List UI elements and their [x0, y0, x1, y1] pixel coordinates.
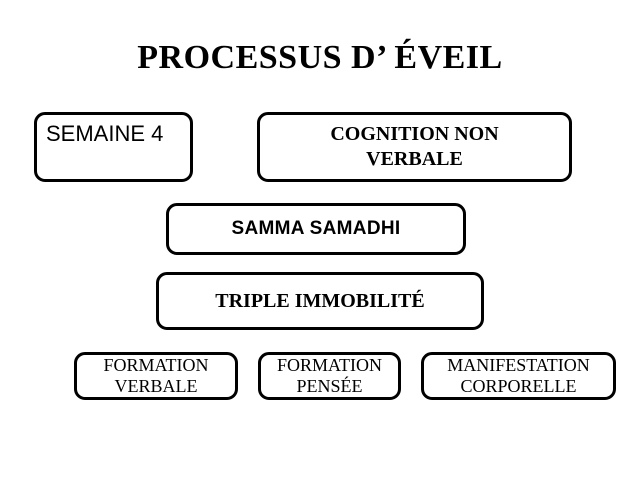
node-formation-verbale-line-1: FORMATION — [103, 355, 209, 375]
node-cognition-non-verbale-label: COGNITION NON VERBALE — [260, 122, 569, 172]
node-semaine-4-label: SEMAINE 4 — [46, 121, 164, 146]
node-manifestation-corporelle[interactable]: MANIFESTATION CORPORELLE — [421, 352, 616, 400]
node-triple-immobilite-label: TRIPLE IMMOBILITÉ — [215, 290, 425, 312]
node-formation-pensee-label: FORMATION PENSÉE — [261, 355, 398, 397]
node-formation-pensee-line-1: FORMATION — [276, 355, 382, 375]
page-title: PROCESSUS D’ ÉVEIL — [137, 39, 503, 76]
node-cognition-line-2: VERBALE — [366, 148, 463, 170]
node-formation-pensee[interactable]: FORMATION PENSÉE — [258, 352, 401, 400]
node-formation-verbale-label: FORMATION VERBALE — [77, 355, 235, 397]
node-formation-verbale-line-2: VERBALE — [114, 376, 198, 396]
node-cognition-non-verbale[interactable]: COGNITION NON VERBALE — [257, 112, 572, 182]
node-manifestation-corporelle-label: MANIFESTATION CORPORELLE — [424, 355, 613, 397]
node-manifestation-corporelle-line-2: CORPORELLE — [460, 376, 577, 396]
node-formation-verbale[interactable]: FORMATION VERBALE — [74, 352, 238, 400]
node-manifestation-corporelle-line-1: MANIFESTATION — [447, 355, 590, 375]
node-samma-samadhi[interactable]: SAMMA SAMADHI — [166, 203, 466, 255]
node-formation-pensee-line-2: PENSÉE — [296, 376, 363, 396]
node-cognition-line-1: COGNITION NON — [330, 123, 499, 145]
node-semaine-4[interactable]: SEMAINE 4 — [34, 112, 193, 182]
node-samma-samadhi-label: SAMMA SAMADHI — [231, 218, 401, 239]
node-triple-immobilite[interactable]: TRIPLE IMMOBILITÉ — [156, 272, 484, 330]
